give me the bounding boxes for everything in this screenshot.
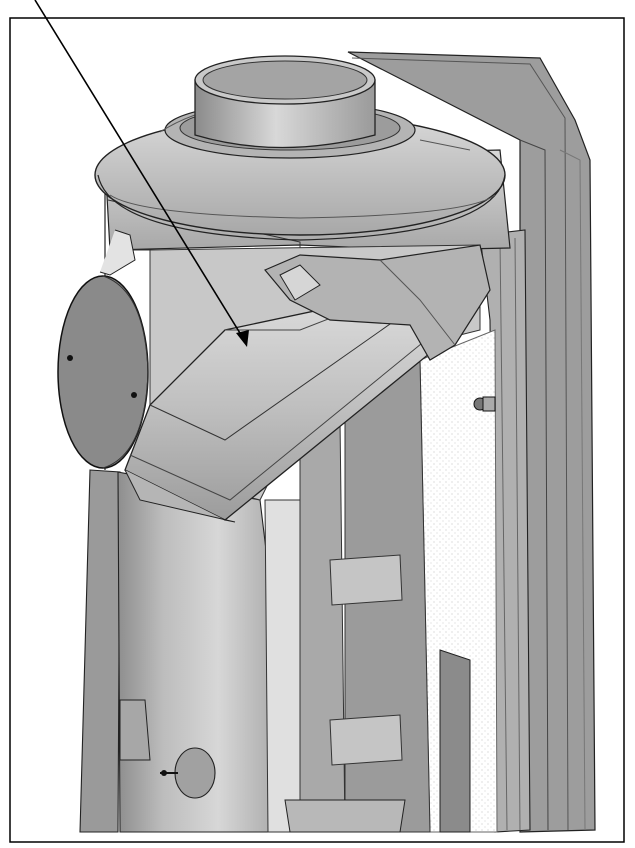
- fitting-knob-icon: [161, 770, 167, 776]
- flue-pipe: [194, 55, 376, 149]
- door-bolt: [473, 396, 496, 412]
- lower-fittings: [119, 649, 471, 833]
- inspection-cover: [57, 275, 149, 469]
- cover-bolt-icon: [131, 392, 137, 398]
- baffle-duct: [124, 294, 441, 523]
- callout-arrow-icon: [34, 0, 249, 347]
- cover-bolt-icon: [67, 355, 73, 361]
- upper-manifold: [264, 244, 491, 361]
